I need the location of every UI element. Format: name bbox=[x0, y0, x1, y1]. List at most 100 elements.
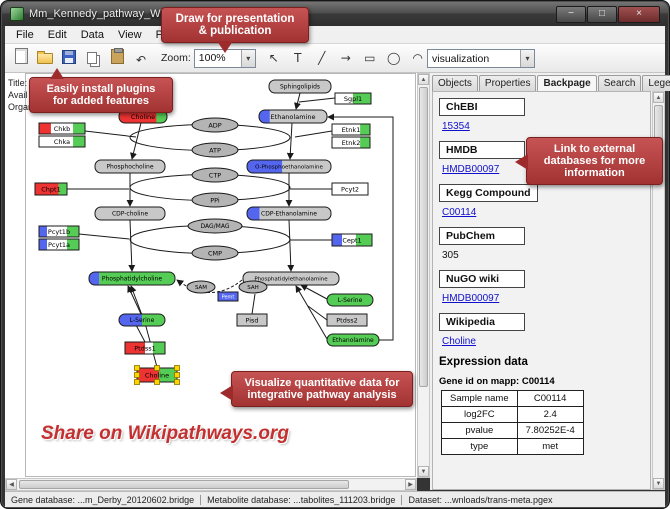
node-cdp-ethanolamine[interactable]: CDP-Ethanolamine bbox=[246, 206, 332, 221]
scroll-up-icon[interactable]: ▲ bbox=[653, 92, 664, 103]
node-ppi[interactable]: PPi bbox=[191, 192, 239, 208]
node-ethanolamine[interactable]: Ethanolamine bbox=[258, 109, 328, 124]
node-choline[interactable]: Choline bbox=[118, 109, 168, 124]
close-button[interactable]: × bbox=[618, 5, 660, 23]
node-pcyt1b[interactable]: Pcyt1b bbox=[38, 225, 80, 238]
node-chkb[interactable]: Chkb bbox=[38, 122, 86, 135]
selection-tool-button[interactable]: ↖ bbox=[263, 47, 285, 69]
tab-search[interactable]: Search bbox=[597, 75, 642, 91]
node-o-phosphoethanolamine[interactable]: O-Phosphoethanolamine bbox=[246, 159, 332, 174]
scroll-down-icon[interactable]: ▼ bbox=[653, 478, 664, 489]
pathway-edge bbox=[294, 92, 301, 110]
backpage-link-chebi[interactable]: 15354 bbox=[442, 121, 470, 132]
visualization-combo[interactable]: visualization ▾ bbox=[427, 49, 535, 68]
line-tool-icon: ╱ bbox=[318, 51, 326, 65]
node-sam[interactable]: SAM bbox=[186, 280, 216, 294]
selection-handle[interactable] bbox=[174, 372, 180, 378]
node-sgpl1[interactable]: Sgpl1 bbox=[334, 92, 372, 105]
node-ethanolamine-right[interactable]: Ethanolamine bbox=[326, 333, 380, 347]
node-dag-mag[interactable]: DAG/MAG bbox=[187, 218, 243, 234]
canvas-horizontal-scrollbar[interactable]: ◀ ▶ bbox=[5, 478, 417, 491]
node-chka[interactable]: Chka bbox=[38, 135, 86, 148]
maximize-button[interactable]: □ bbox=[587, 5, 617, 23]
label-tool-button[interactable]: T bbox=[287, 47, 309, 69]
arc-tool-button[interactable]: ◠ bbox=[407, 47, 429, 69]
canvas-vertical-scrollbar[interactable]: ▲ ▼ bbox=[417, 73, 430, 478]
backpage-link-wikipedia[interactable]: Choline bbox=[442, 336, 476, 347]
node-ptdss1[interactable]: Ptdss1 bbox=[124, 341, 166, 355]
svg-text:L-Serine: L-Serine bbox=[338, 297, 363, 304]
node-pisd[interactable]: Pisd bbox=[236, 313, 268, 327]
arrow-tool-button[interactable]: → bbox=[335, 47, 357, 69]
scroll-left-icon[interactable]: ◀ bbox=[6, 479, 17, 490]
copy-button[interactable] bbox=[82, 49, 104, 71]
menu-data[interactable]: Data bbox=[80, 28, 104, 41]
node-pcyt1a[interactable]: Pcyt1a bbox=[38, 238, 80, 251]
node-phosphocholine[interactable]: Phosphocholine bbox=[94, 159, 166, 174]
node-sphingolipids[interactable]: Sphingolipids bbox=[268, 79, 332, 94]
undo-button[interactable]: ↶ bbox=[130, 49, 152, 71]
selection-handle[interactable] bbox=[174, 365, 180, 371]
svg-text:Pisd: Pisd bbox=[245, 316, 258, 324]
node-atp[interactable]: ATP bbox=[191, 142, 239, 158]
svg-text:DAG/MAG: DAG/MAG bbox=[200, 223, 229, 230]
tab-legend[interactable]: Legend bbox=[642, 75, 670, 91]
svg-text:Ptdss2: Ptdss2 bbox=[336, 316, 358, 324]
scroll-right-icon[interactable]: ▶ bbox=[405, 479, 416, 490]
save-button[interactable] bbox=[58, 46, 80, 68]
callout-plugins: Easily install plugins for added feature… bbox=[29, 68, 173, 113]
node-ctp[interactable]: CTP bbox=[191, 167, 239, 183]
node-pcyt2[interactable]: Pcyt2 bbox=[331, 182, 369, 196]
tab-properties[interactable]: Properties bbox=[478, 75, 537, 91]
pathway-canvas[interactable]: Title:AvailOrgan SphingolipidsSgpl1Choli… bbox=[5, 73, 417, 478]
selection-handle[interactable] bbox=[174, 379, 180, 385]
node-etnk1[interactable]: Etnk1 bbox=[331, 123, 371, 136]
node-etnk2[interactable]: Etnk2 bbox=[331, 136, 371, 149]
node-sah[interactable]: SAH bbox=[238, 280, 268, 294]
node-cept1[interactable]: Cept1 bbox=[331, 233, 373, 247]
node-cdp-choline[interactable]: CDP-choline bbox=[94, 206, 166, 221]
node-chpt1[interactable]: Chpt1 bbox=[34, 182, 68, 196]
pathway-edge bbox=[176, 279, 243, 293]
callout-arrow-icon bbox=[220, 385, 233, 401]
pathway-edge bbox=[287, 219, 295, 272]
new-file-button[interactable] bbox=[10, 45, 32, 67]
selection-handle[interactable] bbox=[154, 365, 160, 371]
menu-edit[interactable]: Edit bbox=[47, 28, 67, 41]
scrollbar-thumb[interactable] bbox=[419, 87, 428, 387]
rectangle-tool-button[interactable]: ▭ bbox=[359, 47, 381, 69]
paste-button[interactable] bbox=[106, 46, 128, 68]
tab-objects[interactable]: Objects bbox=[432, 75, 478, 91]
node-adp[interactable]: ADP bbox=[191, 117, 239, 133]
label-tool-icon: T bbox=[294, 51, 302, 65]
menu-file[interactable]: File bbox=[16, 28, 34, 41]
node-choline-selected[interactable]: Choline bbox=[134, 365, 180, 385]
oval-tool-button[interactable]: ◯ bbox=[383, 47, 405, 69]
selection-handle[interactable] bbox=[134, 365, 140, 371]
backpage-link-nugo[interactable]: HMDB00097 bbox=[442, 293, 500, 304]
chevron-down-icon[interactable]: ▾ bbox=[520, 50, 534, 67]
selection-handle[interactable] bbox=[134, 379, 140, 385]
scroll-down-icon[interactable]: ▼ bbox=[418, 466, 429, 477]
open-button[interactable] bbox=[34, 46, 56, 68]
node-cmp[interactable]: CMP bbox=[191, 245, 239, 261]
selection-handle[interactable] bbox=[154, 379, 160, 385]
node-l-serine-right[interactable]: L-Serine bbox=[326, 293, 374, 307]
svg-text:ADP: ADP bbox=[208, 121, 221, 129]
scrollbar-thumb[interactable] bbox=[19, 480, 349, 489]
selection-handle[interactable] bbox=[134, 372, 140, 378]
tab-backpage[interactable]: Backpage bbox=[537, 75, 597, 91]
node-pemt[interactable]: Pemt bbox=[217, 291, 239, 302]
sidebar: ObjectsPropertiesBackpageSearchLegend Ch… bbox=[430, 73, 670, 490]
chevron-down-icon[interactable]: ▾ bbox=[240, 49, 255, 67]
node-phosphatidylethanolamine[interactable]: Phosphatidylethanolamine bbox=[242, 271, 340, 286]
scroll-up-icon[interactable]: ▲ bbox=[418, 74, 429, 85]
node-l-serine-left[interactable]: L-Serine bbox=[118, 313, 166, 327]
menu-view[interactable]: View bbox=[117, 28, 142, 41]
node-ptdss2[interactable]: Ptdss2 bbox=[326, 313, 368, 327]
backpage-link-kegg[interactable]: C00114 bbox=[442, 207, 477, 218]
line-tool-button[interactable]: ╱ bbox=[311, 47, 333, 69]
backpage-link-hmdb[interactable]: HMDB00097 bbox=[442, 164, 500, 175]
node-phosphatidylcholine[interactable]: Phosphatidylcholine bbox=[88, 271, 176, 286]
minimize-button[interactable]: − bbox=[556, 5, 586, 23]
